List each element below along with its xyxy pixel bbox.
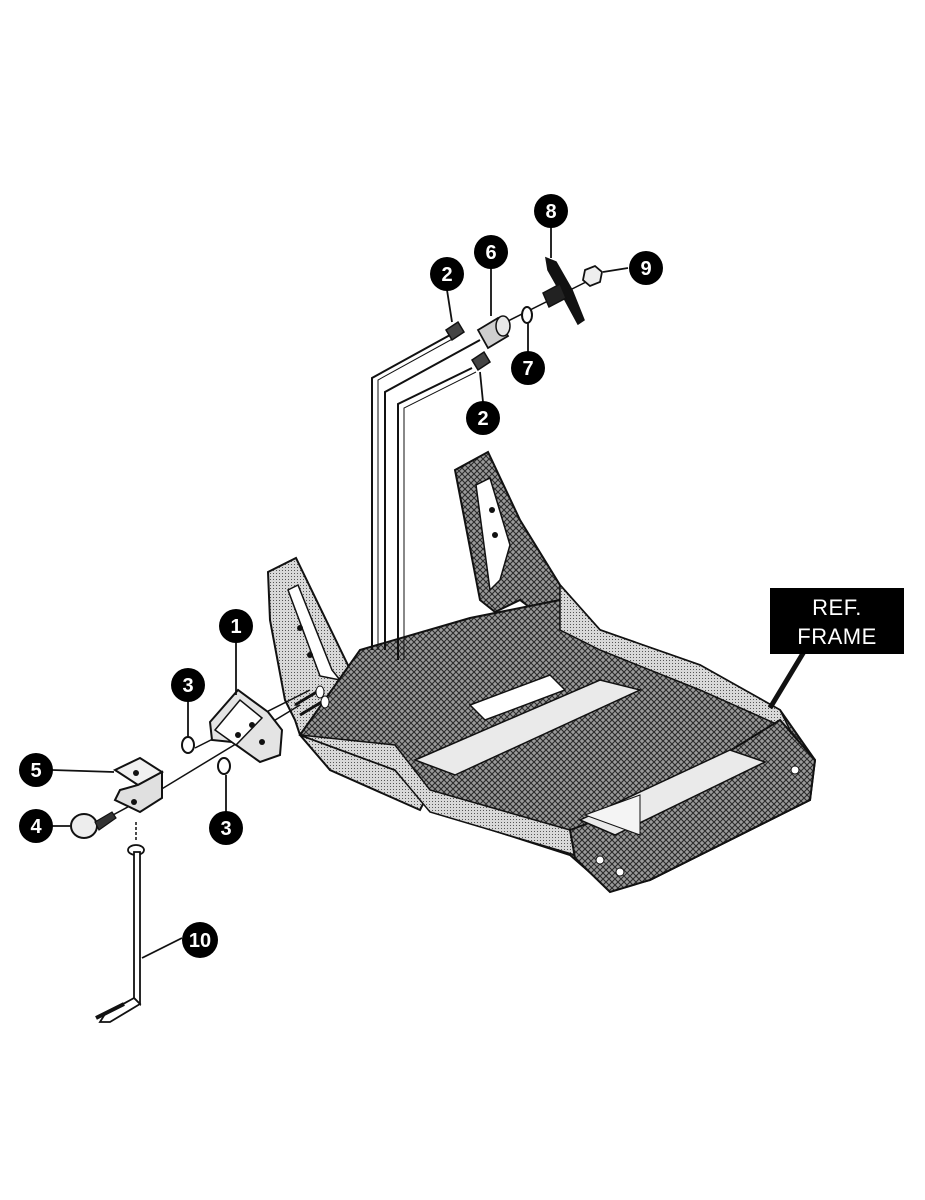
callout-10-label: 10: [189, 930, 211, 952]
bolt-2-upper: [444, 320, 466, 342]
pedal-8: [542, 256, 585, 326]
callout-2-lower-label: 2: [477, 408, 488, 430]
washer-7: [521, 306, 533, 324]
callout-3-lower: 3: [209, 811, 243, 845]
nut-9: [582, 264, 603, 288]
callout-8-label: 8: [545, 201, 556, 223]
callout-1-label: 1: [230, 616, 241, 638]
callout-9: 9: [629, 251, 663, 285]
knob-4: [70, 811, 117, 839]
frame-assembly: [266, 450, 817, 894]
callout-7-label: 7: [522, 358, 533, 380]
callout-2-upper: 2: [430, 257, 464, 291]
callout-8: 8: [534, 194, 568, 228]
upper-hardware: [371, 256, 603, 660]
bracket-1: [208, 688, 284, 764]
clip-5: [112, 756, 164, 814]
callout-1: 1: [219, 609, 253, 643]
leader-line-6: [384, 339, 481, 650]
frame-slat-upper: [412, 679, 643, 776]
callout-6-label: 6: [485, 242, 496, 264]
ref-frame-line2: FRAME: [797, 624, 877, 649]
bolt-2-lower: [470, 350, 492, 372]
callout-3-upper: 3: [171, 668, 205, 702]
washer-3-lower: [217, 757, 231, 775]
callout-4-label: 4: [30, 816, 42, 838]
callout-5: 5: [19, 753, 53, 787]
callout-6: 6: [474, 235, 508, 269]
pin-10: [95, 844, 145, 1023]
ref-frame-label: REF. FRAME: [770, 588, 904, 654]
spacer-6: [476, 315, 511, 350]
frame-right-upright: [453, 450, 603, 631]
callout-10: 10: [182, 922, 218, 958]
leader-line-2b: [397, 367, 473, 660]
lower-hardware: [70, 685, 330, 1023]
leader-line-2a: [371, 334, 451, 650]
callout-3-upper-label: 3: [182, 675, 193, 697]
callout-4: 4: [19, 809, 53, 843]
callout-3-lower-label: 3: [220, 818, 231, 840]
callout-2-lower: 2: [466, 401, 500, 435]
ref-frame-line1: REF.: [812, 595, 862, 620]
callout-7: 7: [511, 351, 545, 385]
washer-3-upper: [181, 736, 195, 754]
callout-9-label: 9: [640, 258, 651, 280]
callout-5-label: 5: [30, 760, 41, 782]
callout-leaders: [51, 227, 808, 959]
callout-2-upper-label: 2: [441, 264, 452, 286]
